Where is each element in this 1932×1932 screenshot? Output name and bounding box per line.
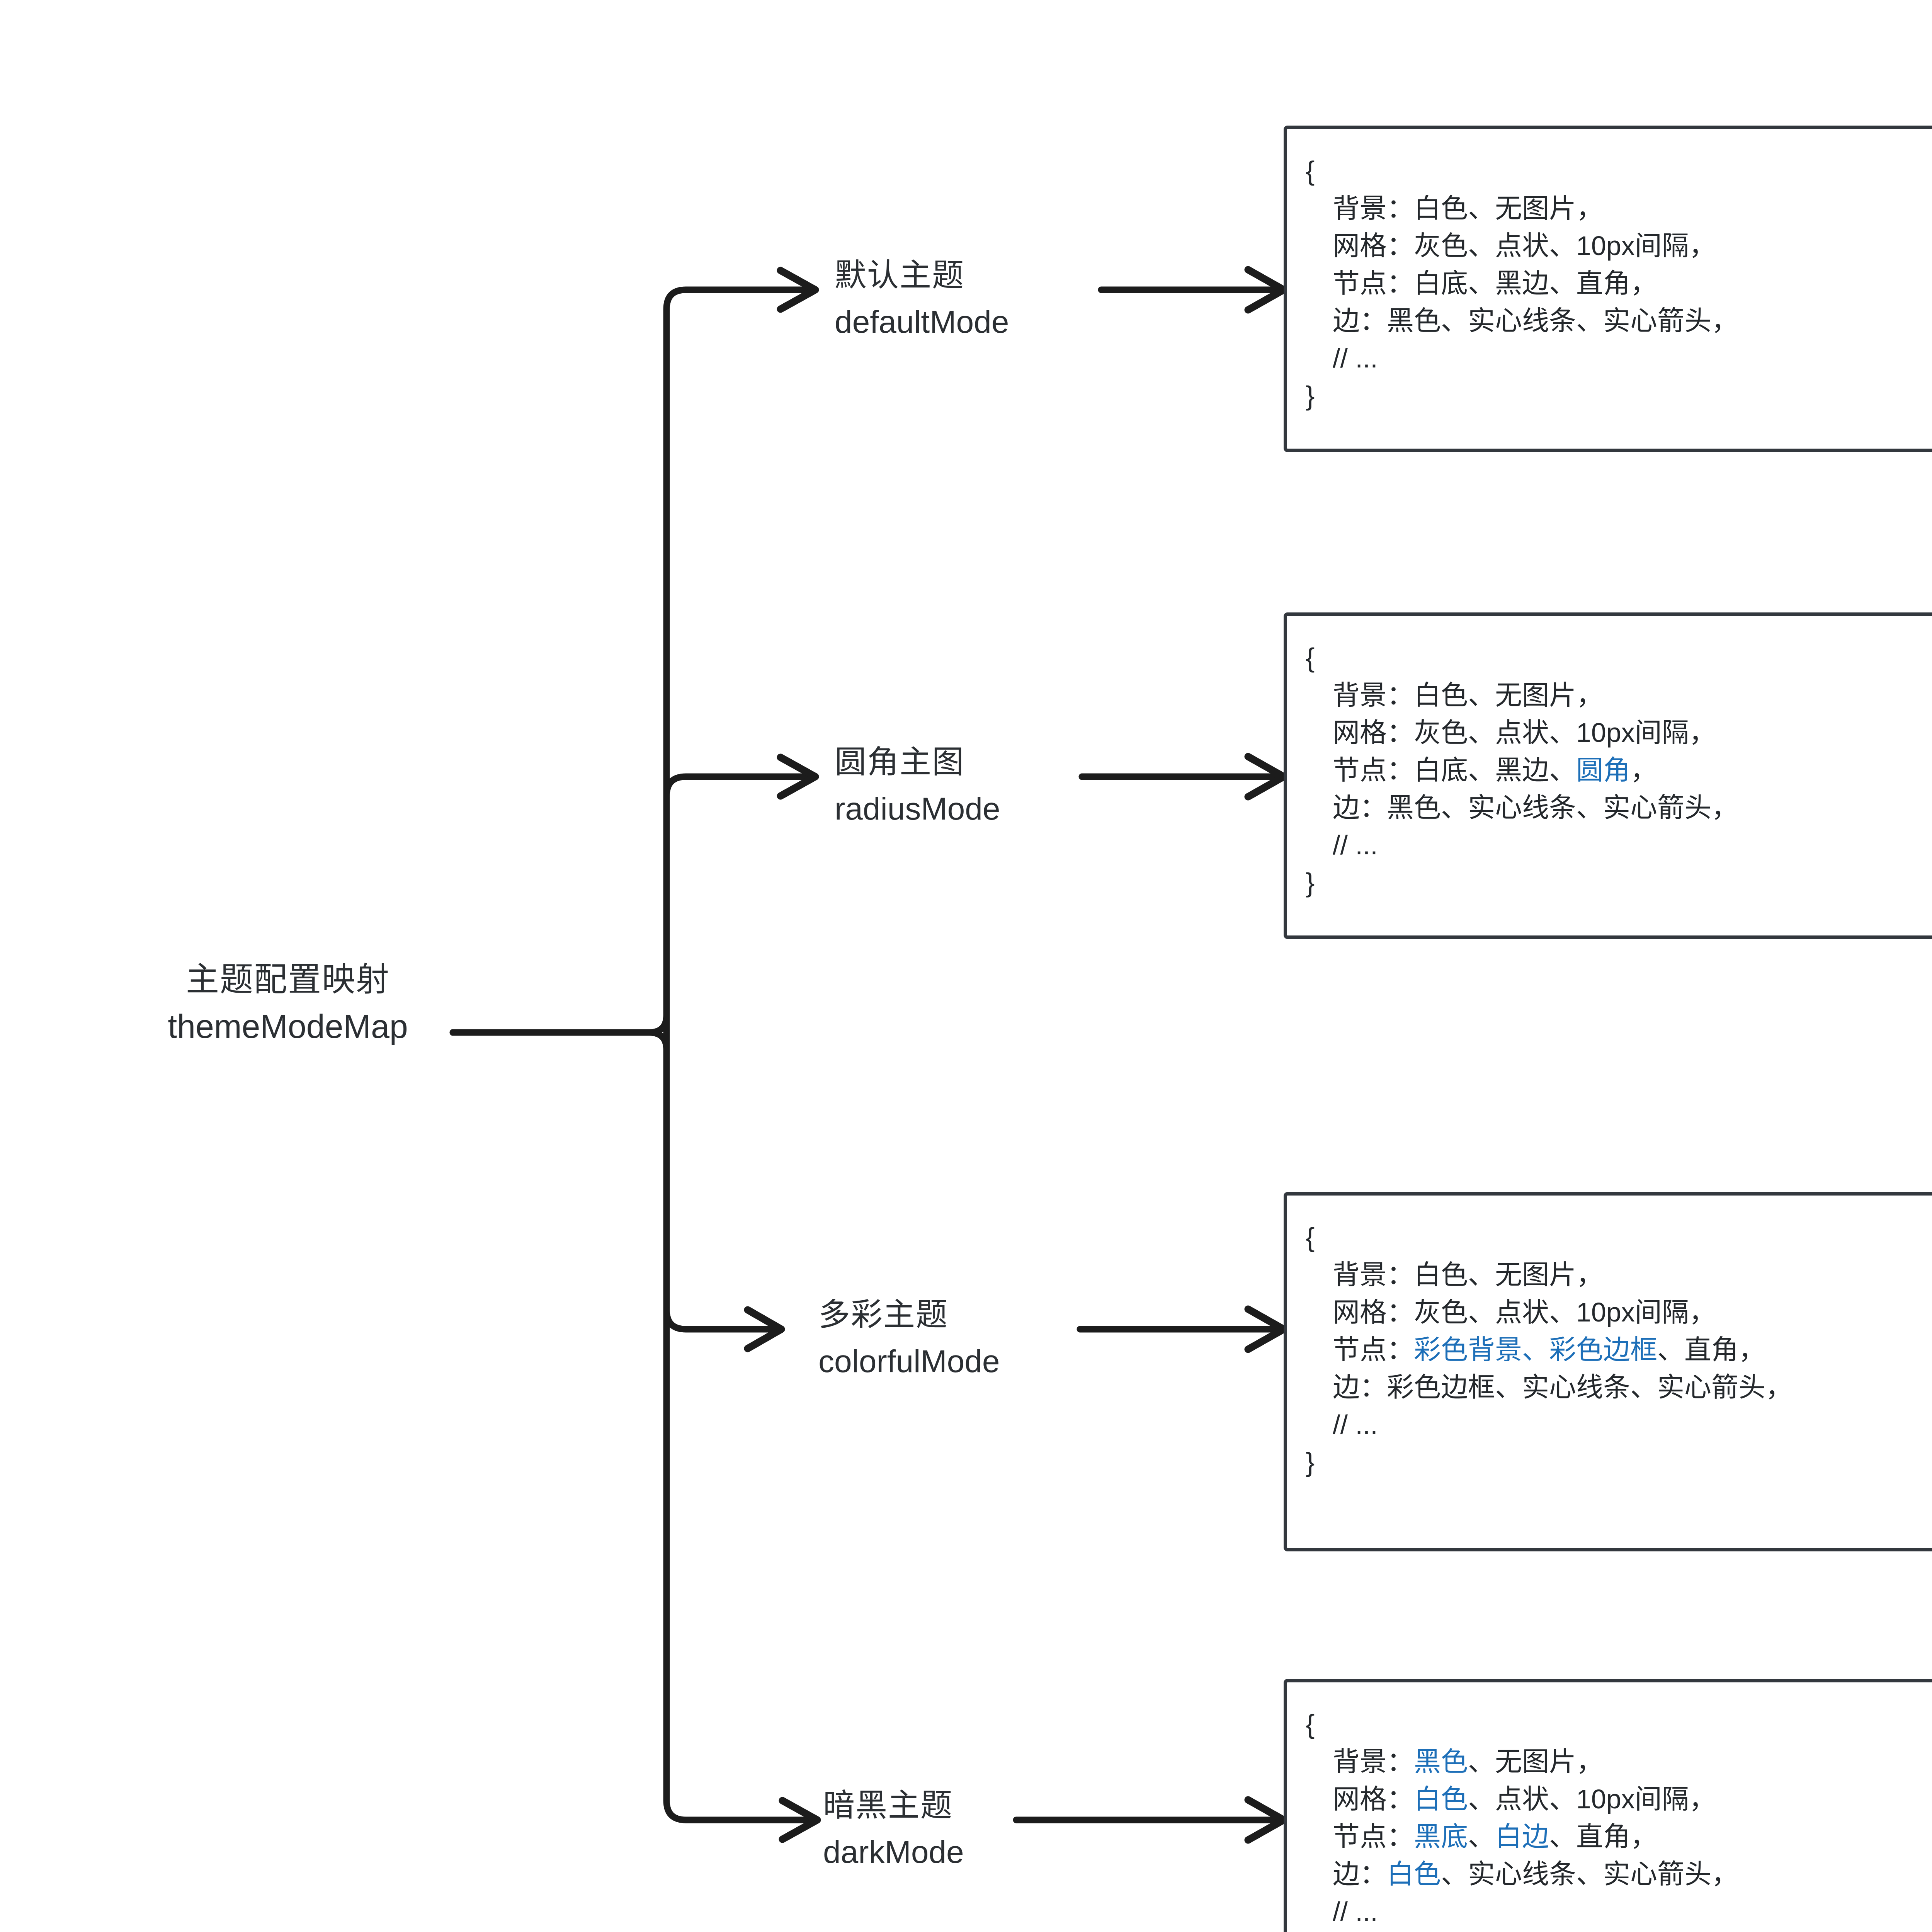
code-line: 网格：灰色、点状、10px间隔，: [1306, 227, 1932, 265]
code-line: // ...: [1306, 340, 1932, 377]
code-token: 网格：: [1333, 1784, 1414, 1814]
config-box-darkmode[interactable]: { 背景：黑色、无图片，网格：白色、点状、10px间隔，节点：黑底、白边、直角，…: [1284, 1679, 1932, 1932]
code-brace-close: }: [1306, 867, 1315, 898]
edge-branch-2: [663, 773, 811, 799]
config-box-colorfulmode[interactable]: { 背景：白色、无图片， 网格：灰色、点状、10px间隔， 节点：彩色背景、彩色边框…: [1284, 1192, 1932, 1551]
code-token: 、直角，: [1657, 1335, 1765, 1365]
arrow-branch-2: [777, 753, 819, 800]
code-token: 、实心线条、实心箭头，: [1441, 1859, 1738, 1889]
branch-label-darkmode[interactable]: 暗黑主题 darkMode: [823, 1785, 1117, 1873]
code-token: 、: [1468, 1821, 1495, 1852]
code-token: 背景：: [1333, 1747, 1414, 1777]
code-line: 节点：白底、黑边、圆角，: [1306, 752, 1932, 789]
branch-label-en: radiusMode: [835, 791, 1000, 827]
code-token-highlighted: 圆角: [1576, 755, 1630, 785]
code-token: 、点状、10px间隔，: [1468, 1784, 1716, 1814]
code-token: // ...: [1333, 1410, 1378, 1440]
branch-label-radiusmode[interactable]: 圆角主图 radiusMode: [835, 742, 1128, 830]
code-line: 边：白色、实心线条、实心箭头，: [1306, 1855, 1932, 1893]
code-body: 背景：白色、无图片， 网格：灰色、点状、10px间隔， 节点：白底、黑边、直角， 边：…: [1306, 190, 1932, 377]
code-line: 网格：灰色、点状、10px间隔，: [1306, 714, 1932, 752]
code-line: // ...: [1306, 1893, 1932, 1930]
root-node-label-cn: 主题配置映射: [186, 961, 390, 998]
edge-branch-1: [663, 286, 811, 313]
branch-label-cn: 暗黑主题: [823, 1788, 953, 1823]
code-token: // ...: [1333, 830, 1378, 860]
code-line: 边：黑色、实心线条、实心箭头，: [1306, 789, 1932, 827]
code-line: // ...: [1306, 1406, 1932, 1444]
code-token: 节点：白底、黑边、: [1333, 755, 1576, 785]
branch-label-en: darkMode: [823, 1834, 964, 1870]
code-token: // ...: [1333, 343, 1378, 373]
code-token: 、直角，: [1549, 1821, 1657, 1852]
code-token-highlighted: 白色: [1414, 1784, 1468, 1814]
config-box-defaultmode[interactable]: { 背景：白色、无图片， 网格：灰色、点状、10px间隔， 节点：白底、黑边、直角，…: [1284, 126, 1932, 452]
code-token-highlighted: 白色: [1387, 1859, 1441, 1889]
code-token-highlighted: 黑底: [1414, 1821, 1468, 1852]
code-token: 边：: [1333, 1859, 1387, 1889]
code-line: 节点：白底、黑边、直角，: [1306, 265, 1932, 302]
arrow-label3-box3: [1244, 1305, 1287, 1353]
code-token-highlighted: 白边: [1495, 1821, 1549, 1852]
code-line: 背景：白色、无图片，: [1306, 1256, 1932, 1294]
code-brace-open: {: [1306, 643, 1315, 673]
code-line: 节点：彩色背景、彩色边框、直角，: [1306, 1331, 1932, 1369]
code-brace-open: {: [1306, 1709, 1315, 1739]
arrow-branch-4: [779, 1797, 821, 1843]
arrow-branch-3: [744, 1306, 785, 1352]
edge-branch-4: [663, 1797, 813, 1823]
arrow-label1-box1: [1244, 266, 1287, 314]
code-token-highlighted: 彩色背景、彩色边框: [1414, 1335, 1657, 1365]
code-line: 网格：白色、点状、10px间隔，: [1306, 1781, 1932, 1818]
branch-label-cn: 默认主题: [835, 258, 965, 293]
arrow-label4-box4: [1244, 1796, 1287, 1844]
code-body: 背景：黑色、无图片，网格：白色、点状、10px间隔，节点：黑底、白边、直角，边：…: [1306, 1743, 1932, 1930]
code-line: // ...: [1306, 827, 1932, 864]
code-line: 背景：白色、无图片，: [1306, 677, 1932, 714]
code-line: 边：黑色、实心线条、实心箭头，: [1306, 302, 1932, 340]
code-brace-close: }: [1306, 1930, 1932, 1932]
code-token: 边：黑色、实心线条、实心箭头，: [1333, 306, 1738, 336]
code-token: 网格：灰色、点状、10px间隔，: [1333, 1297, 1716, 1327]
code-token: 边：彩色边框、实心线条、实心箭头，: [1333, 1372, 1793, 1402]
code-token: 节点：: [1333, 1821, 1414, 1852]
code-token: 、无图片，: [1468, 1747, 1603, 1777]
code-token: // ...: [1333, 1896, 1378, 1927]
arrow-label2-box2: [1244, 753, 1287, 801]
code-token: 边：黑色、实心线条、实心箭头，: [1333, 793, 1738, 823]
code-line: 边：彩色边框、实心线条、实心箭头，: [1306, 1369, 1932, 1406]
code-token-highlighted: 黑色: [1414, 1747, 1468, 1777]
edge-root-stem: [449, 1001, 670, 1036]
code-brace-open: {: [1306, 156, 1315, 186]
code-token: 背景：白色、无图片，: [1333, 1260, 1603, 1290]
code-token: 网格：灰色、点状、10px间隔，: [1333, 231, 1716, 261]
branch-label-defaultmode[interactable]: 默认主题 defaultMode: [835, 255, 1128, 343]
root-node-label-en: themeModeMap: [168, 1008, 408, 1046]
code-line: 背景：白色、无图片，: [1306, 190, 1932, 227]
arrow-branch-1: [777, 267, 819, 313]
code-token: 节点：白底、黑边、直角，: [1333, 268, 1657, 298]
code-brace-close: }: [1306, 1447, 1315, 1477]
code-body: 背景：白色、无图片， 网格：灰色、点状、10px间隔， 节点：白底、黑边、圆角， 边：…: [1306, 677, 1932, 864]
code-line: 网格：灰色、点状、10px间隔，: [1306, 1294, 1932, 1331]
code-brace-open: {: [1306, 1222, 1315, 1252]
code-token: 背景：白色、无图片，: [1333, 193, 1603, 223]
code-token: ，: [1630, 755, 1657, 785]
code-brace-close: }: [1306, 381, 1315, 411]
branch-label-colorfulmode[interactable]: 多彩主题 colorfulMode: [818, 1294, 1112, 1382]
code-line: 节点：黑底、白边、直角，: [1306, 1818, 1932, 1855]
branch-label-cn: 圆角主图: [835, 745, 965, 780]
edge-branch-3: [663, 1306, 776, 1333]
code-token: 节点：: [1333, 1335, 1414, 1365]
branch-label-en: colorfulMode: [818, 1344, 1000, 1379]
code-body: 背景：白色、无图片， 网格：灰色、点状、10px间隔， 节点：彩色背景、彩色边框、直…: [1306, 1256, 1932, 1444]
branch-label-cn: 多彩主题: [818, 1297, 949, 1332]
branch-label-en: defaultMode: [835, 304, 1009, 340]
config-box-radiusmode[interactable]: { 背景：白色、无图片， 网格：灰色、点状、10px间隔， 节点：白底、黑边、圆角，…: [1284, 612, 1932, 939]
root-node[interactable]: 主题配置映射 themeModeMap: [124, 958, 452, 1048]
edge-root-stem-down: [449, 1029, 670, 1070]
code-token: 背景：白色、无图片，: [1333, 680, 1603, 710]
code-line: 背景：黑色、无图片，: [1306, 1743, 1932, 1781]
code-token: 网格：灰色、点状、10px间隔，: [1333, 718, 1716, 748]
